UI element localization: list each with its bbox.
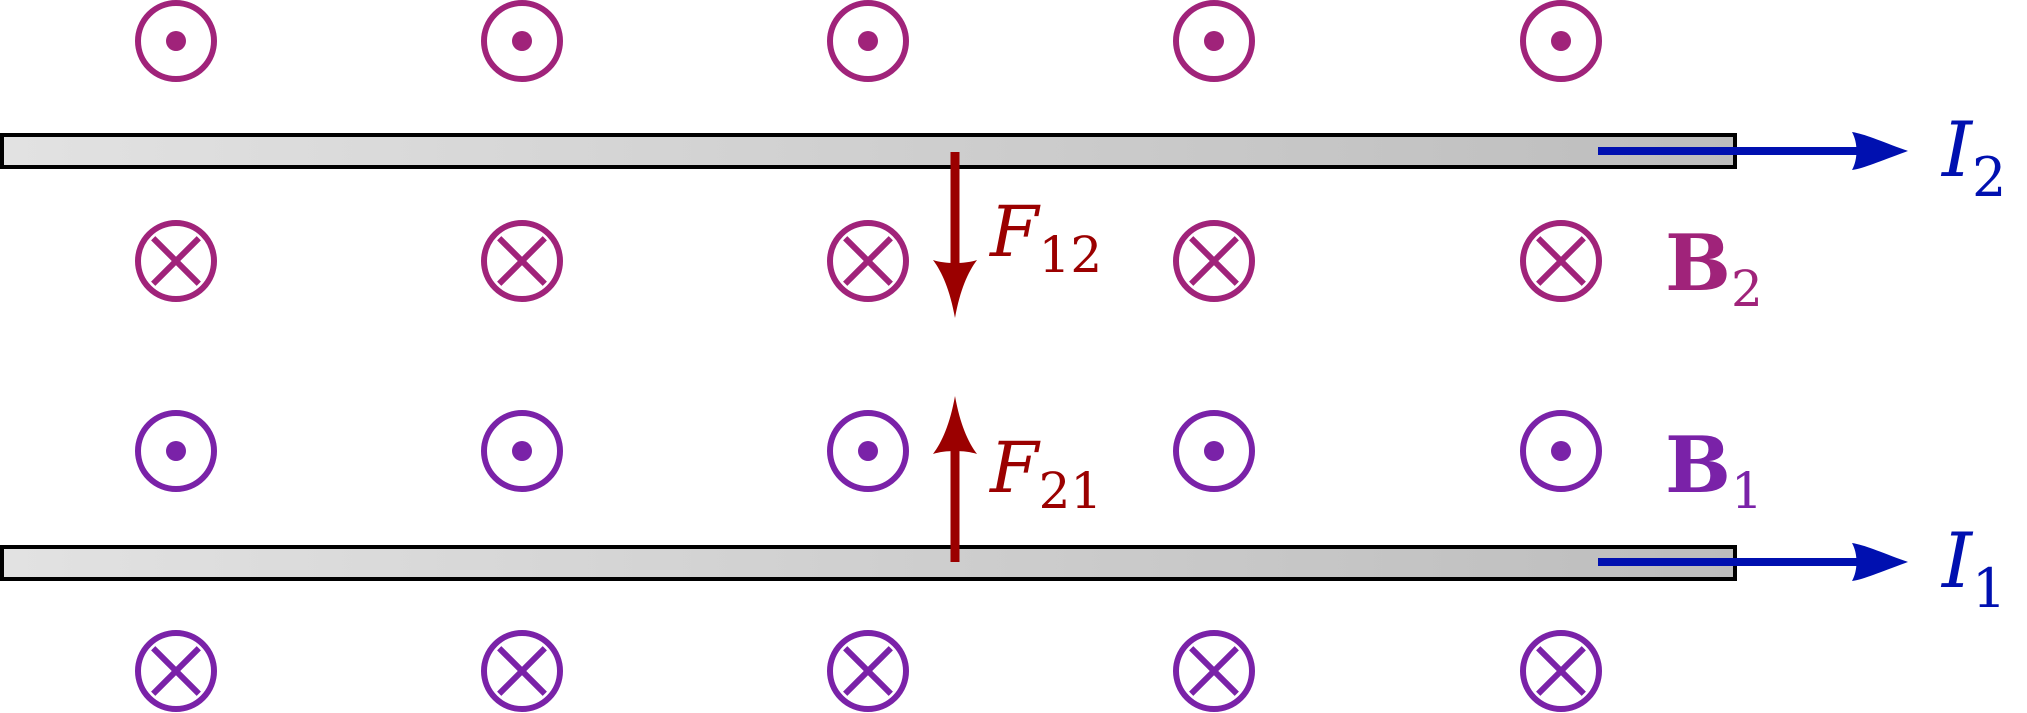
field-out-of-page-icon <box>1520 410 1602 492</box>
field-into-page-icon <box>1173 220 1255 302</box>
field-into-page-icon <box>135 630 217 712</box>
field-out-of-page-icon <box>481 0 563 82</box>
field-label-b2: B2 <box>1665 218 1763 318</box>
force-label-f12: F12 <box>988 191 1102 284</box>
field-out-of-page-icon <box>1520 0 1602 82</box>
current-arrow-top <box>1598 132 1908 170</box>
field-into-page-icon <box>1520 220 1602 302</box>
field-symbols <box>135 0 1602 712</box>
current-label-i2: I2 <box>1940 105 2006 209</box>
field-into-page-icon <box>1520 630 1602 712</box>
field-out-of-page-icon <box>135 0 217 82</box>
field-out-of-page-icon <box>1173 410 1255 492</box>
field-into-page-icon <box>827 220 909 302</box>
force-arrow-f21 <box>933 396 977 562</box>
top-wire <box>0 133 1737 169</box>
current-label-i1: I1 <box>1940 516 2006 620</box>
field-into-page-icon <box>481 220 563 302</box>
force-label-f21: F21 <box>988 427 1102 520</box>
field-label-b1: B1 <box>1665 420 1763 520</box>
current-arrow-bottom <box>1598 543 1908 581</box>
field-into-page-icon <box>1173 630 1255 712</box>
force-arrow-f12 <box>933 152 977 318</box>
field-into-page-icon <box>827 630 909 712</box>
field-out-of-page-icon <box>135 410 217 492</box>
field-into-page-icon <box>481 630 563 712</box>
field-out-of-page-icon <box>827 0 909 82</box>
field-into-page-icon <box>135 220 217 302</box>
field-out-of-page-icon <box>827 410 909 492</box>
field-out-of-page-icon <box>481 410 563 492</box>
bottom-wire <box>0 545 1737 581</box>
field-out-of-page-icon <box>1173 0 1255 82</box>
